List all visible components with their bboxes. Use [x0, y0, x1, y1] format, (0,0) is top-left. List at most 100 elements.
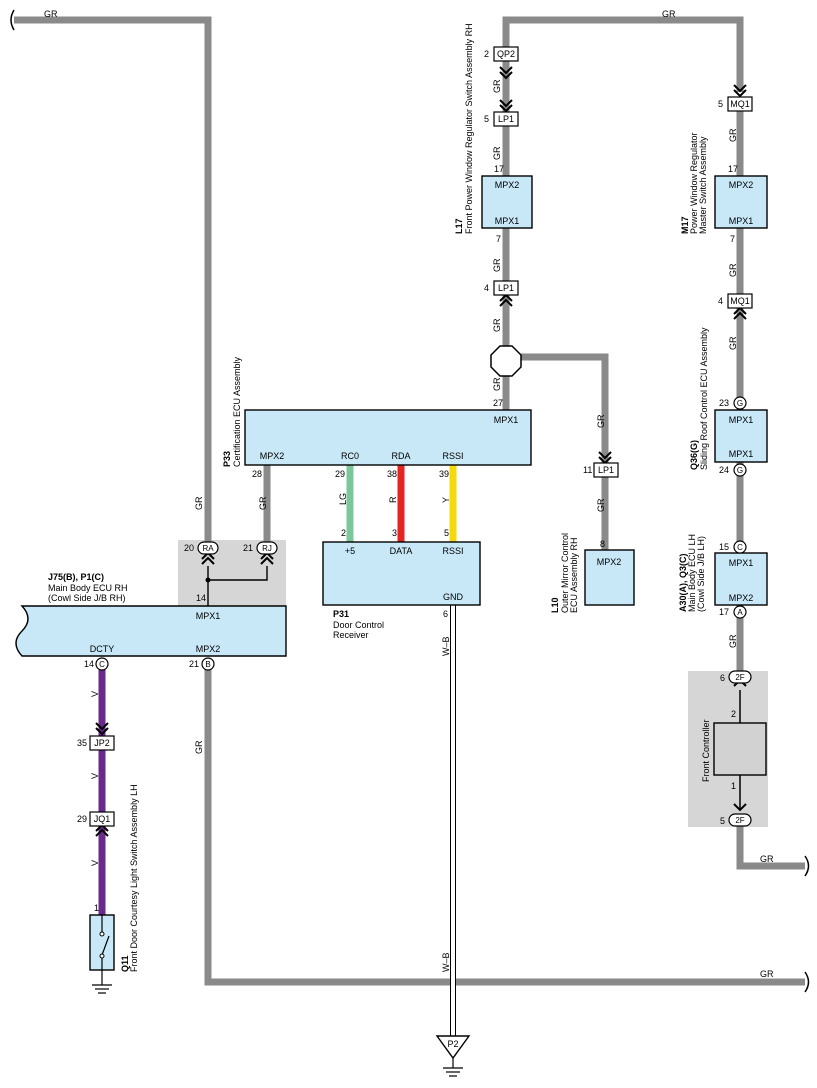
label-gr-5: GR — [194, 496, 204, 510]
label-y: Y — [441, 497, 451, 503]
label-gr-9: GR — [492, 146, 502, 160]
wire-break-right-mid — [804, 855, 810, 877]
svg-text:5: 5 — [484, 114, 489, 124]
svg-text:23: 23 — [719, 398, 729, 408]
label-r: R — [388, 496, 398, 503]
svg-text:MQ1: MQ1 — [730, 99, 750, 109]
label-lg: LG — [338, 493, 348, 505]
svg-text:DCTY: DCTY — [90, 644, 115, 654]
svg-text:Main Body ECU LH: Main Body ECU LH — [687, 534, 697, 612]
svg-text:2F: 2F — [735, 816, 744, 825]
svg-text:21: 21 — [243, 543, 253, 553]
svg-text:P31: P31 — [333, 609, 349, 619]
connector-jq1 — [89, 811, 115, 827]
wire-break-top-left — [10, 9, 15, 31]
label-gr-14: GR — [596, 498, 606, 512]
label-v-1: V — [90, 691, 100, 697]
svg-text:P2: P2 — [447, 1039, 458, 1049]
svg-text:38: 38 — [387, 469, 397, 479]
svg-text:RC0: RC0 — [341, 451, 359, 461]
svg-text:Receiver: Receiver — [333, 630, 369, 640]
svg-text:6: 6 — [443, 609, 448, 619]
svg-text:Q11: Q11 — [120, 955, 130, 972]
label-wb-1: W–B — [441, 636, 451, 656]
label-gr-16: GR — [728, 263, 738, 277]
svg-text:L10: L10 — [550, 597, 560, 613]
connector-lp1-top — [493, 111, 519, 127]
svg-text:5: 5 — [718, 99, 723, 109]
connector-qp2 — [493, 46, 519, 62]
svg-text:8: 8 — [600, 539, 605, 549]
svg-text:39: 39 — [439, 469, 449, 479]
svg-text:Certification ECU Assembly: Certification ECU Assembly — [232, 356, 242, 467]
svg-text:A30(A), Q3(C): A30(A), Q3(C) — [678, 553, 688, 612]
svg-text:MPX1: MPX1 — [729, 216, 754, 226]
svg-text:7: 7 — [730, 234, 735, 244]
svg-text:+5: +5 — [345, 546, 355, 556]
svg-text:QP2: QP2 — [497, 49, 515, 59]
svg-text:Outer Mirror Control: Outer Mirror Control — [560, 533, 570, 613]
label-gr-11: GR — [492, 318, 502, 332]
svg-text:G: G — [737, 466, 743, 475]
svg-text:J75(B), P1(C): J75(B), P1(C) — [48, 572, 104, 582]
connector-mq1-top — [727, 96, 753, 112]
svg-text:2: 2 — [731, 709, 736, 719]
svg-text:5: 5 — [720, 816, 725, 826]
label-gr-3: GR — [760, 854, 774, 864]
wire-gr-bottom — [204, 666, 805, 986]
svg-text:Sliding Roof Control ECU Assem: Sliding Roof Control ECU Assembly — [699, 327, 709, 470]
label-gr-7: GR — [194, 740, 204, 754]
component-q36: MPX1 MPX1 G G 23 24 Q36(G) Sliding Roof … — [689, 327, 768, 477]
splice-octagon — [490, 345, 522, 377]
connector-lp1-right — [593, 462, 619, 478]
svg-text:LP1: LP1 — [498, 283, 514, 293]
svg-text:17: 17 — [719, 607, 729, 617]
svg-text:MPX1: MPX1 — [729, 415, 754, 425]
svg-text:C: C — [99, 660, 105, 669]
svg-text:Master Switch Assembly: Master Switch Assembly — [698, 136, 708, 234]
svg-text:7: 7 — [496, 234, 501, 244]
svg-text:29: 29 — [77, 814, 87, 824]
component-l10: MPX2 8 L10 Outer Mirror Control ECU Asse… — [550, 533, 635, 613]
svg-text:2: 2 — [341, 528, 346, 538]
svg-text:15: 15 — [719, 542, 729, 552]
label-gr-15: GR — [728, 128, 738, 142]
svg-text:GND: GND — [443, 592, 464, 602]
svg-text:LP1: LP1 — [598, 465, 614, 475]
svg-text:2: 2 — [484, 49, 489, 59]
svg-text:17: 17 — [728, 164, 738, 174]
label-wb-2: W–B — [441, 952, 451, 972]
svg-text:(Cowl Side J/B RH): (Cowl Side J/B RH) — [48, 593, 126, 603]
label-gr-1: GR — [44, 9, 58, 19]
wire-gr-l10 — [521, 353, 609, 550]
svg-text:3: 3 — [392, 528, 397, 538]
svg-text:Front Power Window Regulator S: Front Power Window Regulator Switch Asse… — [464, 23, 474, 234]
component-p31: +5 DATA RSSI 2 3 5 GND 6 P31 Door Contro… — [322, 528, 481, 640]
svg-text:M17: M17 — [680, 216, 690, 234]
svg-text:B: B — [205, 660, 210, 669]
ground-p2: P2 — [435, 1035, 471, 1077]
svg-text:ECU Assembly RH: ECU Assembly RH — [569, 537, 579, 613]
svg-text:5: 5 — [444, 528, 449, 538]
label-v-2: V — [90, 773, 100, 779]
wire-gr-right-bottom — [736, 822, 805, 870]
svg-text:MPX2: MPX2 — [729, 593, 754, 603]
component-front-controller: 2F 2F 6 5 2 1 Front Controller — [701, 670, 767, 827]
svg-text:L17: L17 — [454, 218, 464, 234]
svg-text:6: 6 — [720, 673, 725, 683]
svg-text:Door Control: Door Control — [333, 620, 384, 630]
label-gr-6: GR — [258, 496, 268, 510]
svg-text:MPX2: MPX2 — [729, 180, 754, 190]
svg-text:Front Door Courtesy Light Swit: Front Door Courtesy Light Switch Assembl… — [129, 784, 139, 972]
svg-text:MPX2: MPX2 — [196, 644, 221, 654]
svg-text:11: 11 — [583, 465, 592, 475]
svg-text:G: G — [737, 399, 743, 408]
component-p33: MPX1 27 MPX2 RC0 RDA RSSI 28 29 38 39 P3… — [222, 356, 532, 479]
label-gr-2: GR — [662, 9, 676, 19]
svg-text:21: 21 — [189, 659, 199, 669]
label-gr-13: GR — [596, 414, 606, 428]
connector-jp2 — [89, 735, 115, 751]
label-v-3: V — [90, 860, 100, 866]
svg-text:MPX2: MPX2 — [260, 451, 285, 461]
